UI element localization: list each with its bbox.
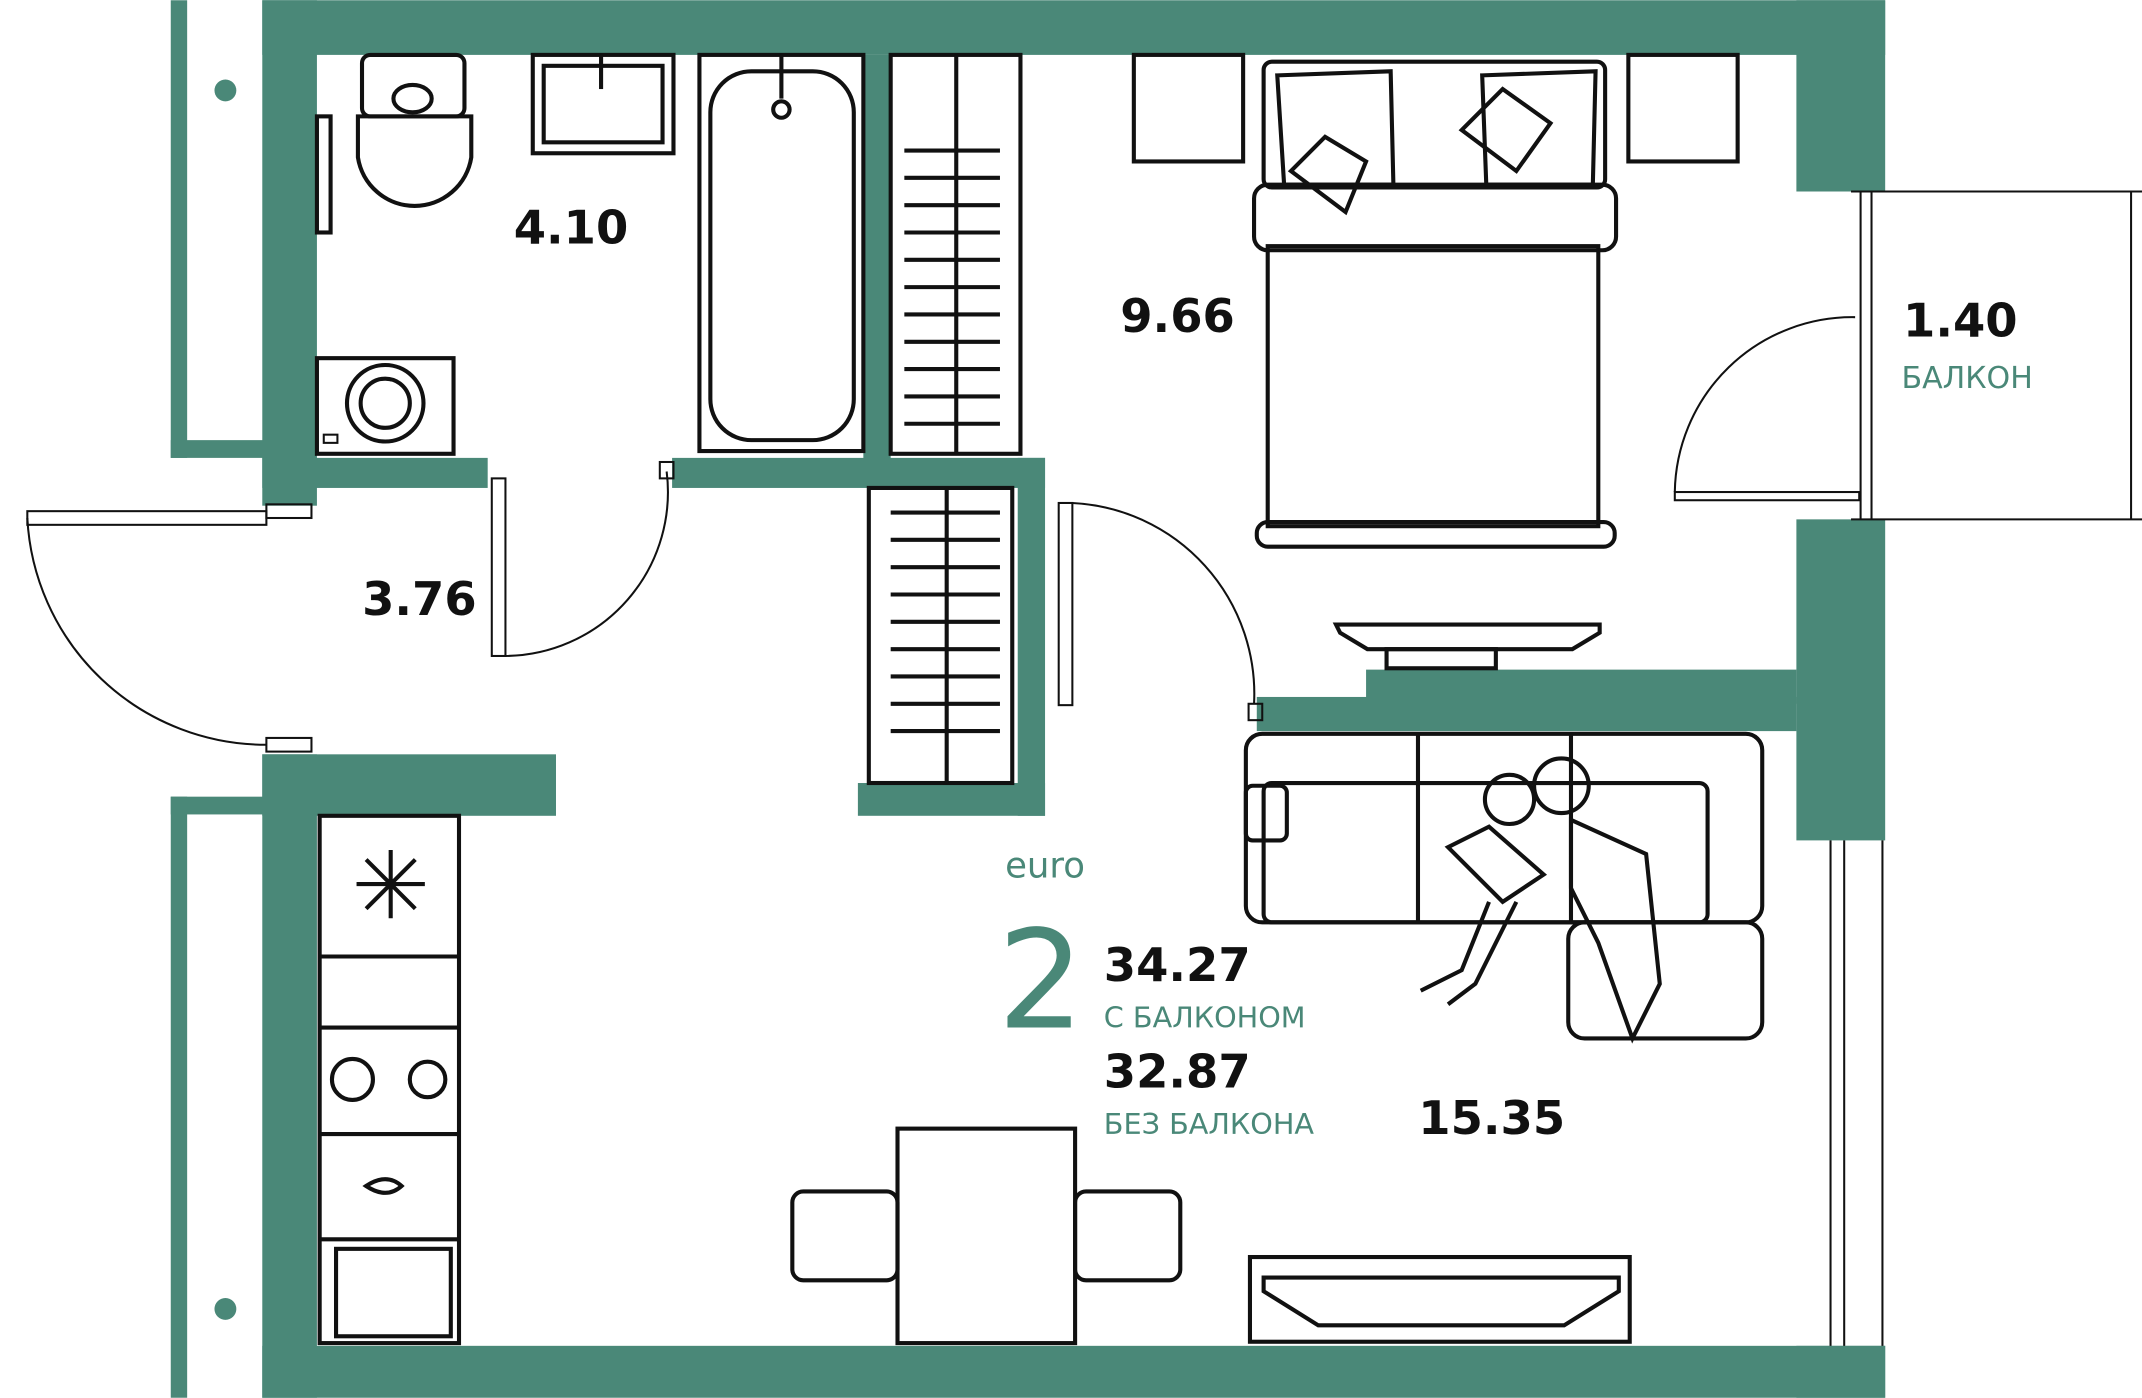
- tv-stands: [1247, 622, 1632, 1344]
- hallway-area: 3.76: [362, 572, 477, 626]
- without-balcony-label: БЕЗ БАЛКОНА: [1104, 1107, 1315, 1141]
- toilet-icon: [355, 52, 474, 208]
- sofa-icon: [1243, 731, 1765, 1044]
- snowflake-icon: [356, 849, 425, 919]
- doors: [26, 316, 1861, 753]
- bed-icon: [1131, 52, 1740, 549]
- balcony-area: 1.40: [1903, 293, 2018, 347]
- kitchen: [317, 813, 462, 1346]
- bedroom-area: 9.66: [1120, 289, 1235, 343]
- drop-icon: [362, 1177, 405, 1195]
- bathroom-fixtures: [314, 52, 866, 456]
- rooms-count: 2: [997, 902, 1084, 1061]
- bathtub-icon: [697, 52, 866, 454]
- area-with-balcony: 34.27: [1104, 938, 1251, 992]
- bathroom-area: 4.10: [514, 200, 629, 254]
- stove-icon: [329, 1056, 448, 1102]
- windows-and-balcony: [1829, 190, 2142, 1346]
- dining-table: [790, 1126, 1183, 1346]
- labels: 4.10 9.66 1.40 БАЛКОН 3.76 15.35 euro 2 …: [362, 200, 2033, 1145]
- balcony-label: БАЛКОН: [1901, 361, 2032, 396]
- washing-machine-icon: [314, 356, 456, 456]
- with-balcony-label: С БАЛКОНОМ: [1104, 1001, 1306, 1035]
- dishwasher-icon: [334, 1246, 453, 1339]
- apartment-type-label: euro: [1005, 845, 1085, 886]
- living-area: 15.35: [1418, 1091, 1565, 1145]
- area-without-balcony: 32.87: [1104, 1045, 1251, 1099]
- wardrobes: [866, 52, 1023, 786]
- sink-icon: [530, 52, 676, 156]
- walls: [170, 0, 1886, 1398]
